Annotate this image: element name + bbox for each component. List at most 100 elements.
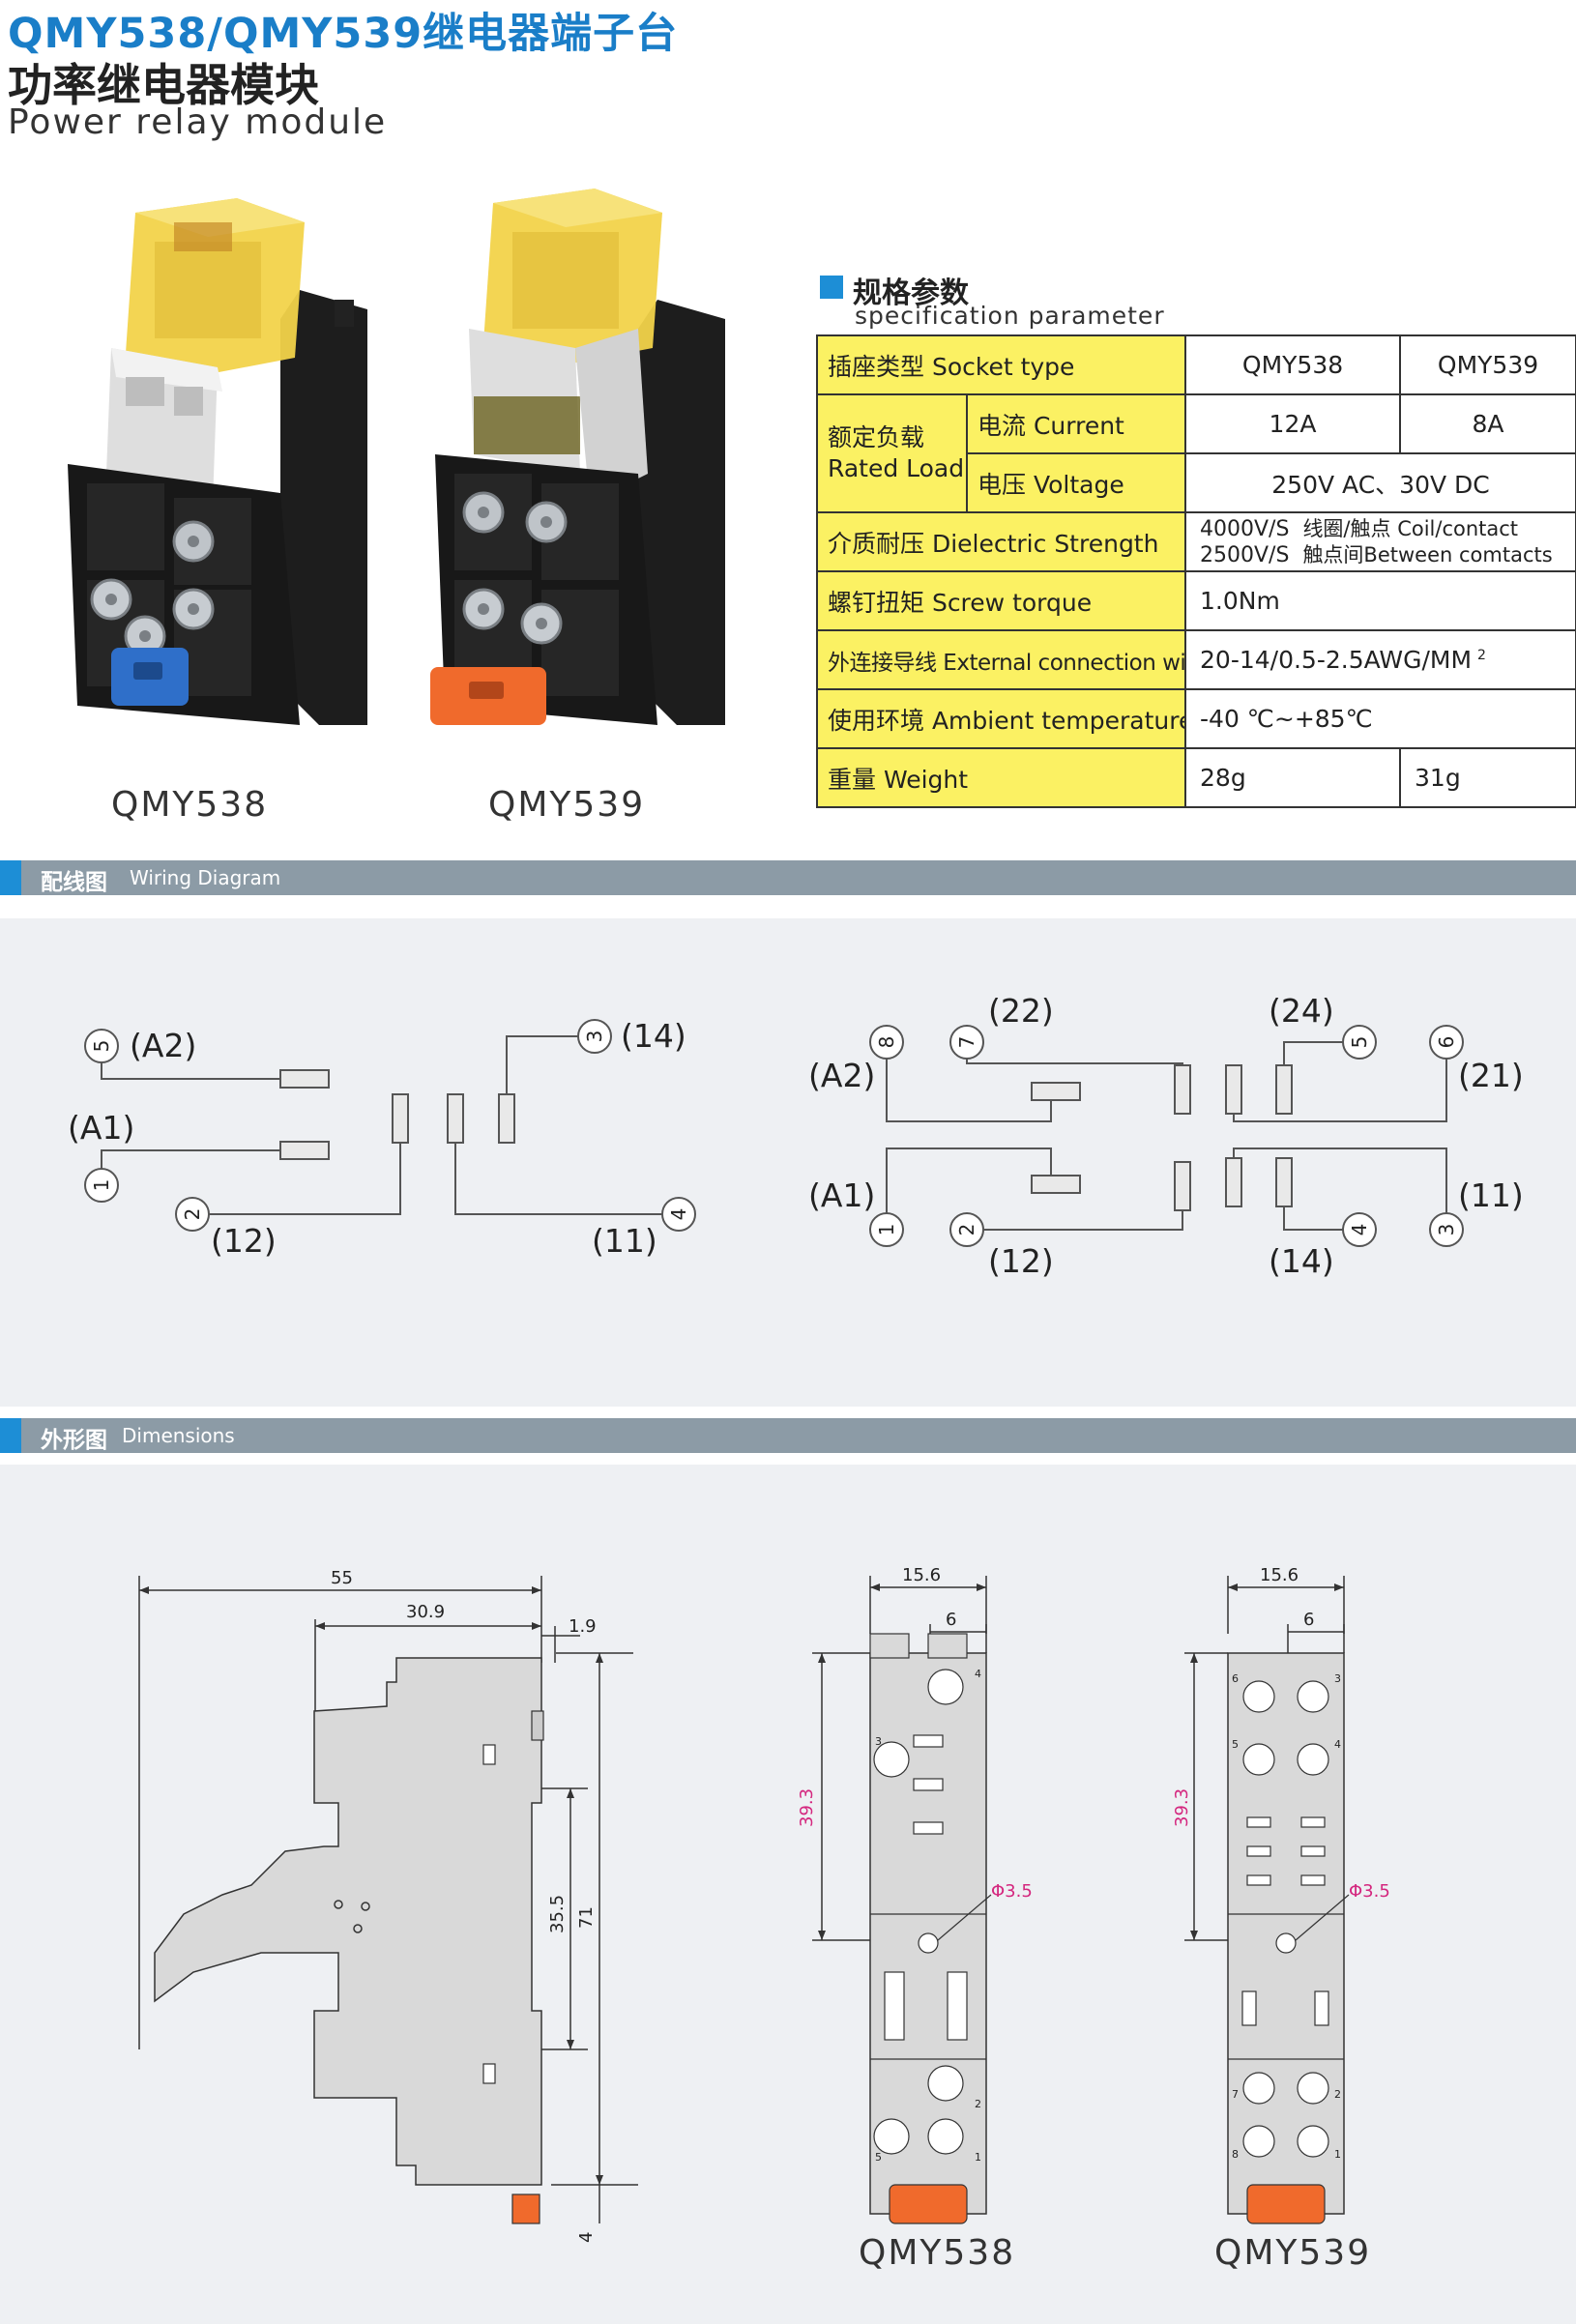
dim-35-5: 35.5 xyxy=(547,1895,568,1933)
dielectric-desc: 触点间Between comtacts xyxy=(1302,542,1553,566)
dim-4: 4 xyxy=(576,2232,597,2243)
spec-label: 介质耐压 Dielectric Strength xyxy=(815,511,1187,572)
spec-value: 250V AC、30V DC xyxy=(1184,452,1576,513)
spec-row-socket-type: 插座类型 Socket type QMY538 QMY539 xyxy=(815,334,1576,395)
spec-value-dielectric: 4000V/S 线圈/触点 Coil/contact 2500V/S 触点间Be… xyxy=(1184,511,1576,572)
page-subtitle-en: Power relay module xyxy=(8,102,388,142)
spec-heading-cn: 规格参数 xyxy=(853,276,969,310)
spec-value: -40 ℃~+85℃ xyxy=(1184,688,1576,749)
wire-pin-3: 3 xyxy=(583,1031,606,1043)
wire-pin-6: 6 xyxy=(1435,1036,1458,1049)
pin-num: 3 xyxy=(1334,1672,1341,1685)
spec-label: 使用环境 Ambient temperature xyxy=(815,688,1187,749)
spec-value: 8A xyxy=(1399,393,1576,454)
spec-value: 31g xyxy=(1399,747,1576,808)
wire-label: (A1) xyxy=(68,1109,134,1147)
spec-label: Rated Load xyxy=(828,454,965,482)
wire-label: (A1) xyxy=(808,1177,875,1214)
dim-6: 6 xyxy=(946,1610,956,1630)
spec-value: 12A xyxy=(1184,393,1402,454)
wiring-band-marker xyxy=(0,860,21,895)
wire-label: (21) xyxy=(1458,1057,1524,1094)
pin-num: 2 xyxy=(975,2098,981,2110)
dielectric-value: 2500V/S xyxy=(1200,542,1290,567)
wire-label: (A2) xyxy=(130,1027,196,1064)
dimension-side-view: 55 30.9 1.9 35.5 71 4 xyxy=(138,1568,638,2243)
page-title: QMY538/QMY539继电器端子台 xyxy=(8,10,679,58)
dimension-front-view-qmy539: 15.6 6 39.3 Φ3.5 6 3 5 4 7 2 8 1 xyxy=(1172,1565,1390,2224)
wire-pin-1: 1 xyxy=(875,1224,898,1236)
spec-heading-en: specification parameter xyxy=(855,302,1165,330)
pin-num: 4 xyxy=(975,1668,981,1680)
wiring-section-bg xyxy=(0,918,1576,1407)
dim-6: 6 xyxy=(1303,1610,1314,1630)
wiring-section-band xyxy=(0,860,1576,895)
pin-num: 5 xyxy=(1232,1738,1239,1751)
dimensions-band-marker xyxy=(0,1418,21,1453)
pin-num: 7 xyxy=(1232,2088,1239,2101)
dimensions-section-band xyxy=(0,1418,1576,1453)
spec-row-wire: 外连接导线 External connection wire 20-14/0.5… xyxy=(815,629,1576,690)
product-photo-qmy539 xyxy=(416,184,735,764)
spec-value: 1.0Nm xyxy=(1184,570,1576,631)
spec-label: 电压 Voltage xyxy=(965,452,1187,513)
product-photo-qmy538 xyxy=(48,184,367,764)
spec-row-ambient: 使用环境 Ambient temperature -40 ℃~+85℃ xyxy=(815,688,1576,749)
product-caption-qmy539: QMY539 xyxy=(488,785,646,825)
wire-label: (22) xyxy=(988,992,1054,1030)
dielectric-value: 4000V/S xyxy=(1200,516,1290,541)
pin-num: 8 xyxy=(1232,2148,1239,2161)
page-subtitle-cn: 功率继电器模块 xyxy=(8,59,319,111)
spec-row-weight: 重量 Weight 28g 31g xyxy=(815,747,1576,808)
spec-row-dielectric: 介质耐压 Dielectric Strength 4000V/S 线圈/触点 C… xyxy=(815,511,1576,572)
wiring-band-title-cn: 配线图 xyxy=(41,870,107,895)
wire-pin-4: 4 xyxy=(1348,1224,1371,1236)
wiring-diagram-right: 8 7 5 6 1 2 4 3 (A2) (22) (24) (21) (A1)… xyxy=(808,992,1524,1280)
spec-label: 外连接导线 External connection wire xyxy=(815,629,1187,690)
dielectric-desc: 线圈/触点 Coil/contact xyxy=(1302,516,1519,540)
pin-num: 3 xyxy=(875,1735,882,1748)
pin-num: 1 xyxy=(1334,2148,1341,2161)
dim-71: 71 xyxy=(576,1906,597,1929)
wire-pin-4: 4 xyxy=(667,1208,690,1221)
spec-heading-marker xyxy=(820,276,843,299)
wire-pin-7: 7 xyxy=(955,1036,978,1049)
dim-39-3: 39.3 xyxy=(1172,1788,1192,1827)
wire-pin-8: 8 xyxy=(875,1036,898,1049)
wire-label: (12) xyxy=(211,1222,277,1260)
dim-phi: Φ3.5 xyxy=(991,1881,1033,1902)
wiring-band-title-en: Wiring Diagram xyxy=(130,866,281,889)
pin-num: 1 xyxy=(975,2151,981,2164)
spec-table: 插座类型 Socket type QMY538 QMY539 额定负载 Rate… xyxy=(815,334,1576,808)
spec-label: 额定负载 xyxy=(828,423,925,451)
spec-value: 20-14/0.5-2.5AWG/MM xyxy=(1200,646,1473,674)
spec-value: QMY539 xyxy=(1399,334,1576,395)
dim-15-6: 15.6 xyxy=(902,1565,941,1585)
spec-row-voltage: 电压 Voltage 250V AC、30V DC xyxy=(817,452,1576,513)
dim-1-9: 1.9 xyxy=(569,1616,597,1637)
wire-label: (12) xyxy=(988,1242,1054,1280)
dimension-front-view-qmy538: 15.6 6 39.3 Φ3.5 4 3 2 1 5 xyxy=(797,1565,1033,2224)
spec-label: 插座类型 Socket type xyxy=(815,334,1187,395)
dimensions-band-title-cn: 外形图 xyxy=(41,1428,107,1453)
dim-39-3: 39.3 xyxy=(797,1788,817,1827)
dimension-caption-qmy538: QMY538 xyxy=(859,2233,1016,2273)
pin-num: 6 xyxy=(1232,1672,1239,1685)
spec-value: 28g xyxy=(1184,747,1402,808)
spec-label-rated-load: 额定负载 Rated Load xyxy=(816,393,968,513)
spec-label: 重量 Weight xyxy=(815,747,1187,808)
pin-num: 5 xyxy=(875,2151,882,2164)
dimensions-band-title-en: Dimensions xyxy=(122,1424,235,1447)
dimension-caption-qmy539: QMY539 xyxy=(1214,2233,1372,2273)
orange-tab-side xyxy=(511,2193,540,2224)
wire-label: (11) xyxy=(592,1222,657,1260)
spec-row-current: 额定负载 Rated Load 电流 Current 12A 8A xyxy=(816,393,1576,513)
wiring-diagram-left: 5 1 2 3 4 (A2) (A1) (12) (14) (11) xyxy=(68,1017,696,1260)
wire-label: (24) xyxy=(1269,992,1334,1030)
orange-tab-front xyxy=(1246,2184,1326,2224)
wire-label: (14) xyxy=(621,1017,686,1055)
wire-label: (11) xyxy=(1458,1177,1524,1214)
wire-pin-2: 2 xyxy=(955,1224,978,1236)
wire-label: (A2) xyxy=(808,1057,875,1094)
